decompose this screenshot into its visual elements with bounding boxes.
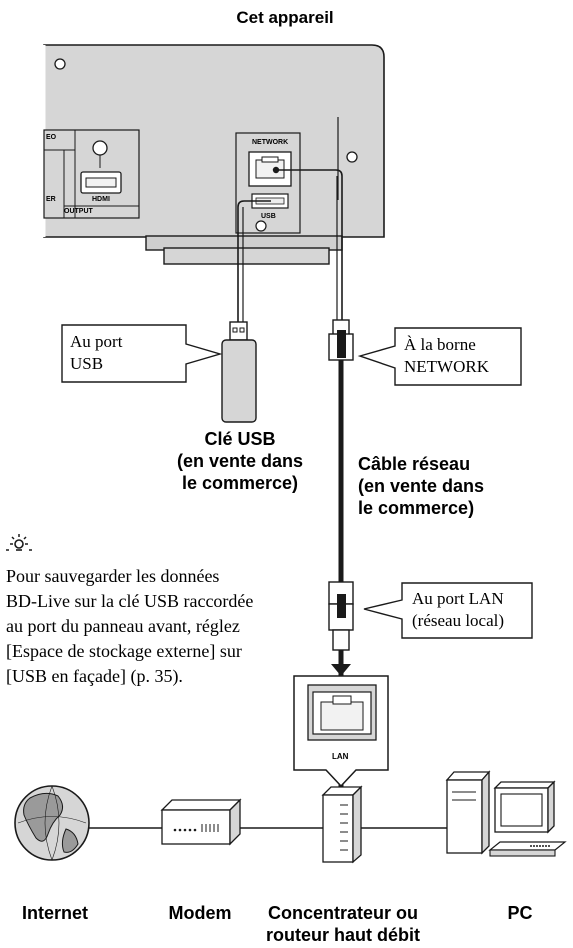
callout-lan xyxy=(363,582,533,639)
modem-label: Modem xyxy=(168,903,232,923)
usb-key-label-line1: Clé USB xyxy=(204,429,276,449)
cable-label-line3: le commerce) xyxy=(358,498,475,518)
pc-label: PC xyxy=(507,903,533,923)
usb-port-label: USB xyxy=(261,213,276,220)
callout-usb-port-text-1: Au port xyxy=(70,332,123,351)
globe-icon xyxy=(14,785,90,861)
hint-line-4: [Espace de stockage externe] sur xyxy=(6,641,242,661)
device-rear-panel xyxy=(42,44,385,265)
network-plug-bottom xyxy=(328,581,354,676)
router-label-line2: routeur haut débit xyxy=(266,925,420,945)
callout-network xyxy=(357,327,522,386)
callout-lan-text-2: (réseau local) xyxy=(412,611,505,630)
network-port-label: NETWORK xyxy=(252,139,289,146)
usb-key-label-line3: le commerce) xyxy=(181,473,299,493)
diagram-title: Cet appareil xyxy=(236,8,334,27)
output-label: OUTPUT xyxy=(64,208,93,215)
cable-label-line2: (en vente dans xyxy=(358,476,485,496)
hub-lan-panel xyxy=(293,675,389,788)
usb-key-label-line2: (en vente dans xyxy=(176,451,304,471)
callout-usb-port xyxy=(61,324,223,383)
callout-usb-port-text-2: USB xyxy=(70,354,104,373)
hint-line-3: au port du panneau avant, réglez xyxy=(6,616,240,636)
router-icon xyxy=(321,785,363,864)
network-plug-top xyxy=(328,319,354,361)
lightbulb-hint-icon xyxy=(6,534,32,551)
callout-network-text-1: À la borne xyxy=(404,335,476,354)
cable-label: Câble réseau (en vente dans le commerce) xyxy=(358,453,484,519)
hub-lan-label: LAN xyxy=(332,752,349,761)
usb-key xyxy=(221,321,257,423)
hint-line-1: Pour sauvegarder les données xyxy=(6,566,220,586)
hdmi-port-label: HDMI xyxy=(92,196,110,203)
internet-label: Internet xyxy=(21,903,88,923)
router-label-line1: Concentrateur ou xyxy=(267,903,418,923)
router-label: Concentrateur ou routeur haut débit xyxy=(258,902,428,946)
modem-icon xyxy=(160,798,242,846)
usb-key-label: Clé USB (en vente dans le commerce) xyxy=(170,428,310,494)
pc-icon xyxy=(445,770,567,857)
video-label-fragment: EO xyxy=(46,134,57,141)
callout-lan-text-1: Au port LAN xyxy=(412,589,504,608)
hint-line-2: BD-Live sur la clé USB raccordée xyxy=(6,591,254,611)
callout-network-text-2: NETWORK xyxy=(404,357,489,376)
cable-label-line1: Câble réseau xyxy=(358,454,471,474)
hint-line-5: [USB en façade] (p. 35). xyxy=(6,666,183,686)
left-label-fragment: ER xyxy=(46,196,56,203)
hint-note: Pour sauvegarder les données BD-Live sur… xyxy=(6,564,296,689)
